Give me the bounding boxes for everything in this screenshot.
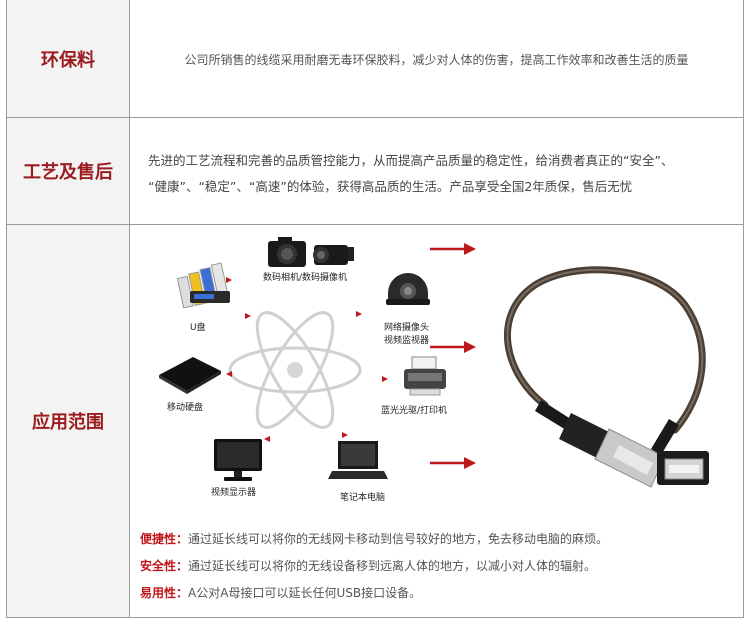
feature-text: A公对A母接口可以延长任何USB接口设备。 [188, 586, 422, 600]
row-content: 数码相机/数码摄像机 U盘 网络摄像头 视频 [130, 225, 743, 617]
feature-sep: ： [176, 559, 189, 573]
feature-text: 通过延长线可以将你的无线设备移到远离人体的地方，以减小对人体的辐射。 [188, 559, 597, 573]
feature-key: 安全性 [140, 559, 177, 573]
printer-icon [404, 356, 446, 396]
device-label: 视频显示器 [211, 488, 257, 498]
row-label: 应用范围 [7, 225, 130, 617]
feature-text: 通过延长线可以将你的无线网卡移动到信号较好的地方，免去移动电脑的麻烦。 [188, 532, 609, 546]
camera-icon [268, 237, 354, 267]
row-content: 公司所销售的线缆采用耐磨无毒环保胶料，减少对人体的伤害，提高工作效率和改善生活的… [130, 0, 743, 117]
text-line: “健康”、“稳定”、“高速”的体验，获得高品质的生活。产品享受全国2年质保，售后… [148, 179, 633, 194]
hard-drive-icon [159, 357, 221, 394]
device-label: 网络摄像头 [384, 323, 430, 333]
text-line: 先进的工艺流程和完善的品质管控能力，从而提高产品质量的稳定性，给消费者真正的“安… [148, 153, 674, 168]
device-label: U盘 [190, 323, 206, 333]
row-eco-material: 环保料 公司所销售的线缆采用耐磨无毒环保胶料，减少对人体的伤害，提高工作效率和改… [7, 0, 743, 118]
monitor-icon [214, 439, 262, 481]
feature-sep: ： [176, 586, 189, 600]
feature-item: 易用性：A公对A母接口可以延长任何USB接口设备。 [140, 584, 421, 601]
usb-cable-icon [504, 266, 709, 488]
webcam-icon [386, 273, 430, 305]
pointer-arrows [226, 277, 388, 442]
device-label: 蓝光光驱/打印机 [381, 406, 448, 416]
laptop-icon [328, 441, 388, 479]
device-label: 视频监视器 [384, 336, 430, 346]
row-content: 先进的工艺流程和完善的品质管控能力，从而提高产品质量的稳定性，给消费者真正的“安… [130, 118, 743, 224]
feature-item: 便捷性：通过延长线可以将你的无线网卡移动到信号较好的地方，免去移动电脑的麻烦。 [140, 530, 608, 547]
arrow-right-icon [430, 341, 476, 353]
feature-key: 易用性 [140, 586, 177, 600]
spec-table: 环保料 公司所销售的线缆采用耐磨无毒环保胶料，减少对人体的伤害，提高工作效率和改… [6, 0, 744, 618]
feature-key: 便捷性 [140, 532, 177, 546]
arrow-right-icon [430, 457, 476, 469]
row-text: 先进的工艺流程和完善的品质管控能力，从而提高产品质量的稳定性，给消费者真正的“安… [148, 148, 733, 200]
arrow-right-icon [430, 243, 476, 255]
row-label: 工艺及售后 [7, 118, 130, 224]
usb-drive-icon [176, 262, 230, 309]
row-text: 公司所销售的线缆采用耐磨无毒环保胶料，减少对人体的伤害，提高工作效率和改善生活的… [184, 53, 689, 67]
device-label: 数码相机/数码摄像机 [263, 273, 348, 283]
row-craft-service: 工艺及售后 先进的工艺流程和完善的品质管控能力，从而提高产品质量的稳定性，给消费… [7, 118, 743, 225]
device-label: 笔记本电脑 [340, 493, 386, 503]
atom-icon [228, 311, 362, 429]
device-label: 移动硬盘 [167, 403, 204, 413]
feature-sep: ： [176, 532, 189, 546]
feature-item: 安全性：通过延长线可以将你的无线设备移到远离人体的地方，以减小对人体的辐射。 [140, 557, 596, 574]
row-application: 应用范围 [7, 225, 743, 617]
row-label: 环保料 [7, 0, 130, 117]
